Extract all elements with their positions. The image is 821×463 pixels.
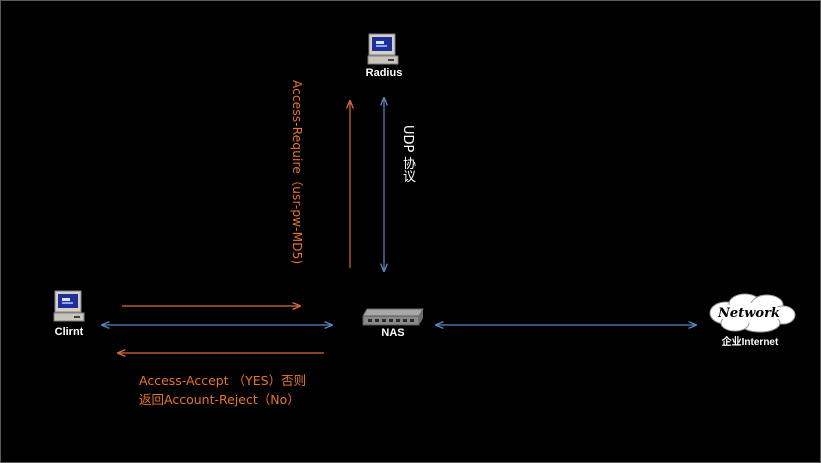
radius-computer-icon xyxy=(367,33,399,65)
network-cloud-text: Network xyxy=(717,306,780,321)
udp-protocol-label: UDP 协议 xyxy=(400,125,415,183)
network-label: 企业Internet xyxy=(721,337,779,348)
client-label: Clirnt xyxy=(54,326,84,338)
nas-switch-icon xyxy=(362,308,424,326)
response-label-line1: Access-Accept （YES）否则 xyxy=(139,373,307,388)
response-label-line2: 返回Account-Reject（No） xyxy=(139,392,300,407)
network-cloud-icon: Network xyxy=(709,293,796,333)
nas-label: NAS xyxy=(381,327,405,339)
radius-label: Radius xyxy=(365,67,403,79)
access-require-label: Access-Require（usr-pw-MD5) xyxy=(290,80,304,265)
client-computer-icon xyxy=(53,290,85,322)
